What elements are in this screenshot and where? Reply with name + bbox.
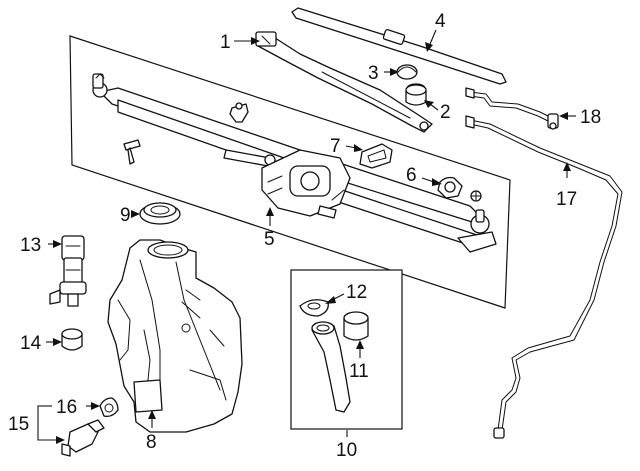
filler-seal xyxy=(139,202,181,225)
grommet xyxy=(229,102,249,123)
wiper-transmission-linkage xyxy=(92,73,497,253)
callout-10: 10 xyxy=(336,440,357,461)
hose-connector xyxy=(547,113,559,130)
washer-pump xyxy=(49,235,87,307)
filler-kit-box xyxy=(290,269,403,430)
washer-reservoir xyxy=(107,239,243,433)
callout-4: 4 xyxy=(435,11,446,32)
filler-neck xyxy=(311,321,351,413)
mounting-bolt xyxy=(123,139,141,165)
callout-1: 1 xyxy=(220,32,231,53)
bolt-right xyxy=(470,190,482,202)
callout-11: 11 xyxy=(349,361,369,382)
callout-7: 7 xyxy=(330,136,341,157)
nut-cap xyxy=(405,83,427,106)
callout-16: 16 xyxy=(56,397,77,418)
callout-3: 3 xyxy=(368,63,379,84)
callout-2: 2 xyxy=(440,102,451,123)
level-sensor xyxy=(61,419,105,457)
callout-18: 18 xyxy=(580,107,601,128)
arm-cap xyxy=(396,64,418,80)
callout-13: 13 xyxy=(20,235,41,256)
wiper-blade xyxy=(291,7,507,85)
leader-lines xyxy=(37,29,576,444)
callout-5: 5 xyxy=(264,229,275,250)
callout-17: 17 xyxy=(556,189,577,210)
callout-6: 6 xyxy=(406,165,417,186)
callout-9: 9 xyxy=(120,205,131,226)
callout-14: 14 xyxy=(20,333,42,354)
callout-15: 15 xyxy=(8,414,29,435)
wiper-motor xyxy=(261,149,351,219)
callout-8: 8 xyxy=(146,432,157,453)
wiper-arm xyxy=(255,31,433,133)
reservoir-cap xyxy=(343,311,369,341)
washer-hose xyxy=(465,87,623,439)
cap-seal xyxy=(299,299,329,317)
callout-12: 12 xyxy=(346,282,367,303)
pivot-grommet xyxy=(437,176,463,199)
cowl-seal xyxy=(359,143,393,169)
pump-grommet xyxy=(61,328,83,351)
callout-labels: 1 2 3 4 5 6 7 8 9 10 11 12 13 14 15 16 1… xyxy=(8,11,601,461)
level-sensor-grommet xyxy=(99,397,119,418)
